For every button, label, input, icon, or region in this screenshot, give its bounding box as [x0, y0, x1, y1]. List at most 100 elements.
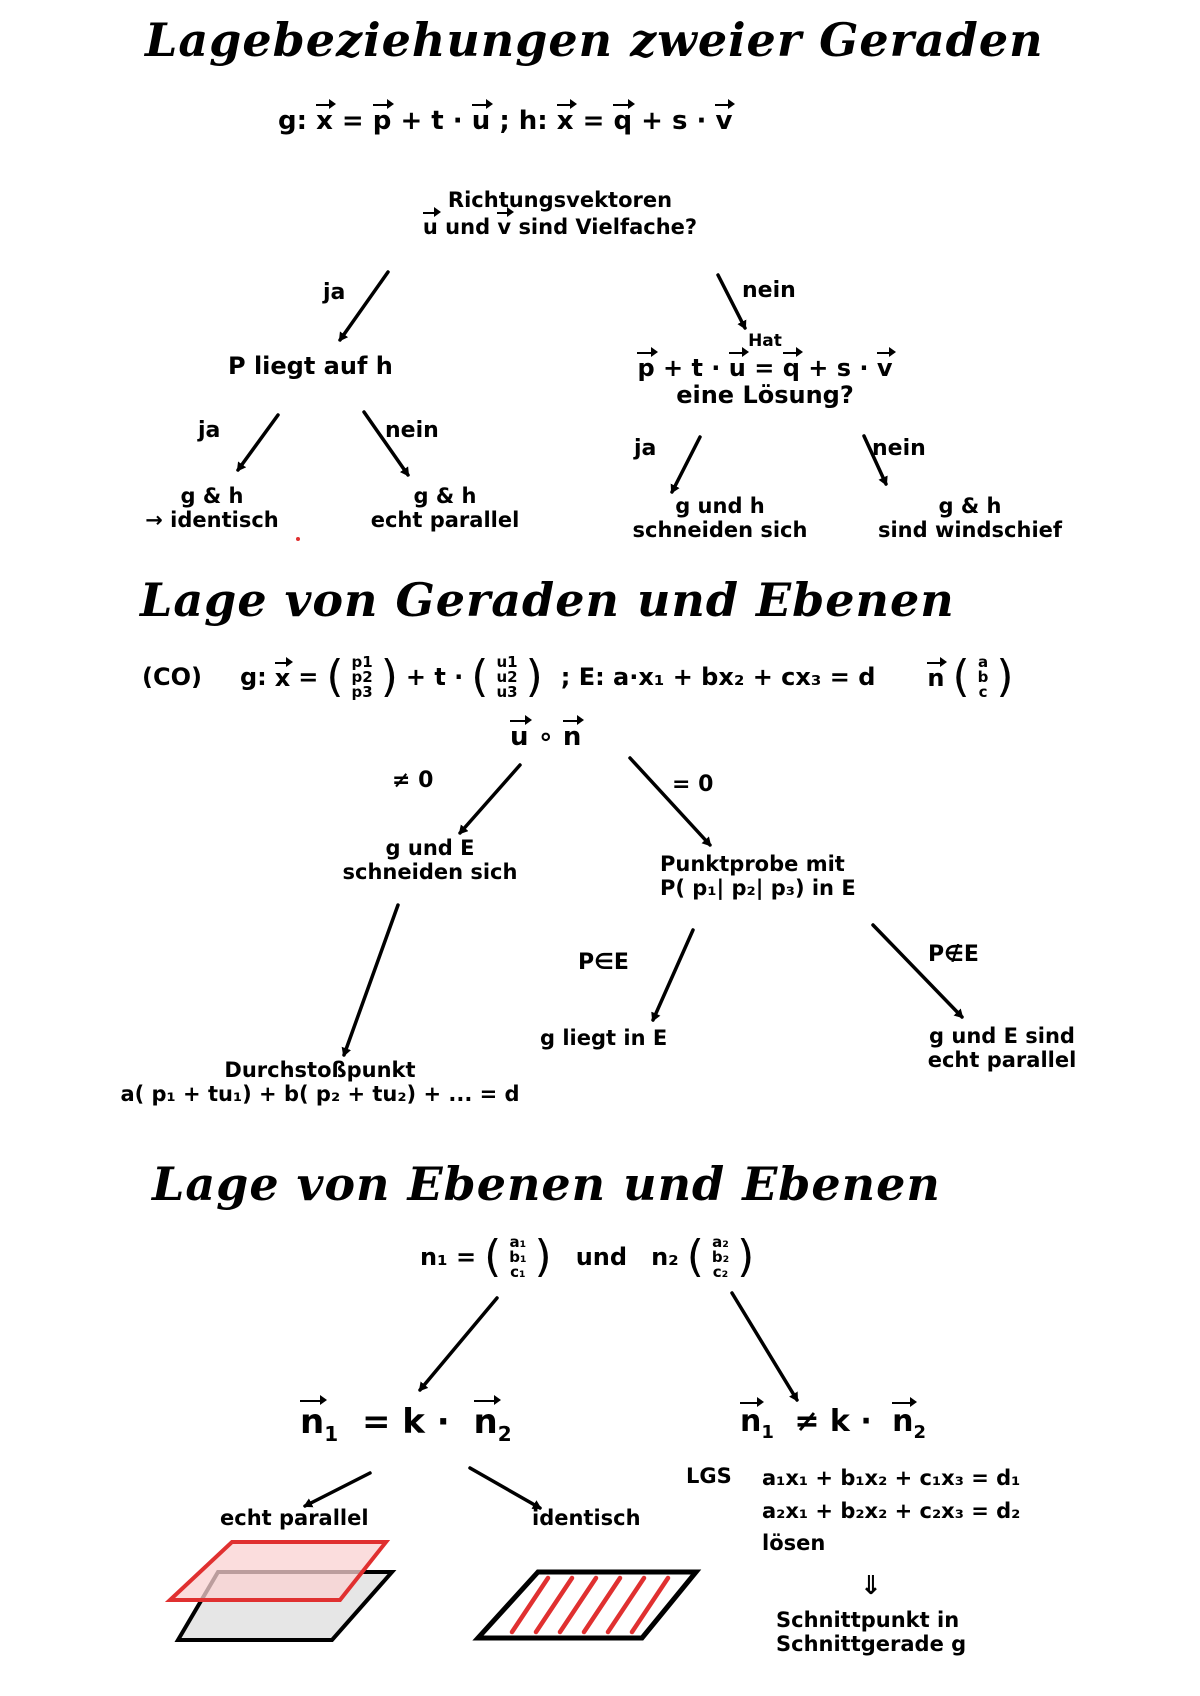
vector-p: p — [372, 99, 394, 136]
arrow-s1-yes — [338, 270, 390, 342]
left-vector-n1: n — [300, 1394, 328, 1442]
n-comp-2: b — [977, 667, 989, 686]
n1-components: a₁ b₁ c₁ — [509, 1234, 527, 1280]
u-comp-1: u1 — [496, 652, 518, 671]
section1-title: Lagebeziehungen zweier Geraden — [145, 13, 1044, 67]
arrow-s1-right-yes — [670, 435, 702, 494]
node-probe-line1: Punktprobe mit — [660, 852, 845, 876]
question-vector-v: v — [497, 207, 514, 239]
question-end: sind Vielfache? — [518, 215, 698, 240]
s2-node-intersect: g und E schneiden sich — [300, 836, 560, 884]
arrow-s3-right — [730, 1291, 799, 1402]
node-plus-t: + t · — [663, 353, 721, 382]
eq-plus-t-s2: + t · — [405, 662, 464, 691]
u-comp-2: u2 — [496, 667, 518, 686]
leaf-parallel-line2-s2: echt parallel — [927, 1048, 1077, 1073]
arrow-s2-pierce — [341, 903, 400, 1057]
s2-label-p-notin-E: P∉E — [928, 942, 979, 967]
question-line2: u und v sind Vielfache? — [380, 207, 740, 240]
arrow-s3-parallel — [303, 1471, 372, 1508]
n1-comp-2: b₁ — [509, 1247, 527, 1266]
right-sub1: 1 — [761, 1422, 774, 1443]
arrow-s1-left-yes — [236, 413, 280, 472]
s2-label-eq0: = 0 — [672, 772, 714, 797]
s2-dot-product: u ∘ n — [510, 715, 584, 753]
leaf-parallel-line1-s2: g und E sind — [929, 1024, 1075, 1048]
s2-node-probe: Punktprobe mit P( p₁| p₂| p₃) in E — [660, 852, 856, 900]
eq-g-label: g: — [278, 106, 308, 136]
right-neq-k: ≠ k · — [794, 1404, 872, 1439]
right-vector-n2: n — [892, 1397, 917, 1439]
label-co: (CO) — [142, 662, 202, 691]
section2-title: Lage von Geraden und Ebenen — [140, 573, 955, 627]
s1-leaf-identical: g & h → identisch — [112, 484, 312, 532]
vector-n-components: a b c — [977, 652, 989, 700]
leaf-parallel-line1: g & h — [413, 484, 477, 508]
arrow-s3-left — [418, 1296, 499, 1392]
node-vector-p: p — [637, 346, 658, 382]
eq-separator: ; h: — [499, 106, 548, 136]
paren-close-3: ) — [996, 651, 1014, 702]
question-and: und — [445, 215, 491, 240]
vector-q: q — [613, 99, 635, 136]
leaf-pierce-line1: Durchstoßpunkt — [224, 1058, 416, 1082]
eq-sign-2: = — [582, 106, 605, 136]
question-line1: Richtungsvektoren — [447, 188, 673, 212]
n1-label: n₁ = — [420, 1242, 477, 1271]
leaf-intersect-line1: g und h — [675, 494, 765, 518]
red-dot-mark — [296, 537, 300, 541]
p-comp-1: p1 — [351, 652, 373, 671]
s1-right-label-no: nein — [872, 436, 926, 461]
paren-close-n1: ) — [534, 1231, 552, 1282]
s2-label-neq0: ≠ 0 — [392, 768, 434, 793]
n-comp-1: a — [977, 652, 989, 671]
paren-open-3: ( — [952, 651, 970, 702]
node-eq: = — [754, 353, 775, 382]
node-intersect-line2: schneiden sich — [342, 860, 518, 885]
section3-title: Lage von Ebenen und Ebenen — [152, 1157, 941, 1211]
node-has: Hat — [748, 331, 782, 351]
plane-red-top — [164, 1540, 391, 1602]
vector-u: u — [471, 99, 493, 136]
node-equation: p + t · u = q + s · v — [635, 346, 896, 383]
leaf-skew-line2: sind windschief — [877, 518, 1063, 543]
eq-sign: = — [341, 106, 364, 136]
s1-label-no: nein — [742, 278, 796, 303]
paren-open-n1: ( — [484, 1231, 502, 1282]
s2-leaf-pierce-point: Durchstoßpunkt a( p₁ + tu₁) + b( p₂ + tu… — [70, 1058, 570, 1106]
arrow-s2-p-notin-E — [871, 923, 964, 1019]
dot-vector-n: n — [562, 715, 584, 752]
paren-open-2: ( — [471, 651, 489, 702]
s3-normal-vectors: n₁ = ( a₁ b₁ c₁ ) und n₂ ( a₂ b₂ c₂ ) — [420, 1231, 754, 1283]
vector-p-components: p1 p2 p3 — [351, 652, 373, 700]
node-line3: eine Lösung? — [676, 381, 854, 410]
eq-plus-s: + s · — [641, 106, 707, 136]
vector-x-s2: x — [274, 657, 294, 692]
section1-question: Richtungsvektoren u und v sind Vielfache… — [380, 188, 740, 239]
s3-lgs-system: a₁x₁ + b₁x₂ + c₁x₃ = d₁ a₂x₁ + b₂x₂ + c₂… — [762, 1462, 1020, 1560]
section2-equations: (CO) g: x = ( p1 p2 p3 ) + t · ( u1 u2 u… — [142, 651, 1014, 703]
s1-label-yes: ja — [323, 280, 346, 305]
eq-plus-t: + t · — [400, 106, 463, 136]
s1-leaf-skew: g & h sind windschief — [850, 494, 1090, 542]
s1-leaf-intersect: g und h schneiden sich — [600, 494, 840, 542]
s3-condition-collinear: n1 = k · n2 — [300, 1394, 512, 1446]
u-comp-3: u3 — [496, 682, 518, 701]
paren-open: ( — [326, 651, 344, 702]
s1-node-p-on-h: P liegt auf h — [228, 352, 393, 380]
plane-identical-hatching — [509, 1575, 671, 1635]
n2-comp-3: c₂ — [712, 1262, 729, 1281]
s3-leaf-parallel: echt parallel — [220, 1506, 369, 1530]
result-line2: Schnittgerade g — [776, 1632, 967, 1657]
s1-leaf-parallel: g & h echt parallel — [330, 484, 560, 532]
node-vector-u: u — [728, 346, 750, 382]
n2-comp-2: b₂ — [711, 1247, 730, 1266]
s2-label-p-in-E: P∈E — [578, 950, 629, 975]
eq-sign-s2: = — [298, 662, 319, 691]
eq-plane-E: ; E: a·x₁ + bx₂ + cx₃ = d — [560, 662, 876, 691]
dot-operator: ∘ — [537, 722, 554, 752]
left-eq-k: = k · — [361, 1402, 450, 1442]
s3-lgs-label: LGS — [686, 1464, 732, 1488]
node-plus-s: + s · — [808, 353, 869, 382]
